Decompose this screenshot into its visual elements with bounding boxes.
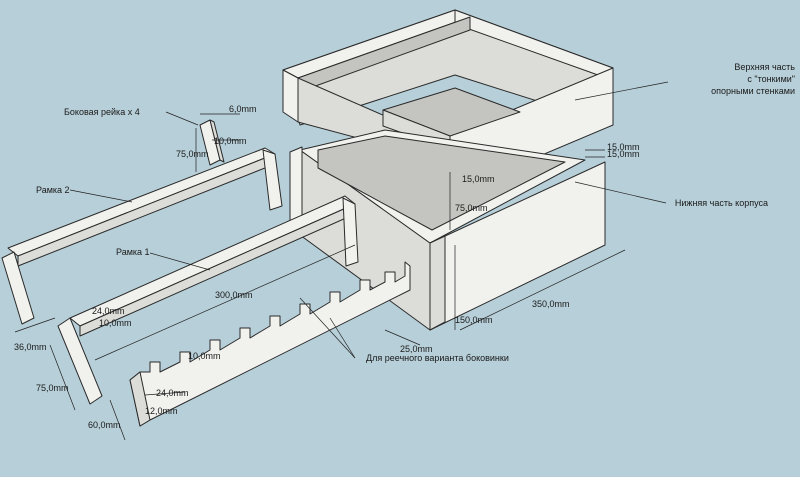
label-top-part-2: с "тонкими" bbox=[747, 74, 795, 84]
dim-300: 300,0mm bbox=[215, 290, 253, 300]
frame-1 bbox=[57, 195, 359, 405]
dim-75-rail: 75,0mm bbox=[176, 149, 209, 159]
bottom-body-opening bbox=[317, 135, 566, 231]
labels: Верхняя часть с "тонкими" опорными стенк… bbox=[36, 62, 795, 363]
dim-350: 350,0mm bbox=[532, 299, 570, 309]
dimension-texts: 6,0mm 10,0mm 75,0mm 15,0mm 15,0mm 15,0mm… bbox=[14, 104, 640, 430]
dim-75-center: 75,0mm bbox=[455, 203, 488, 213]
dim-15c: 15,0mm bbox=[462, 174, 495, 184]
dimension-lines bbox=[14, 113, 626, 441]
dim-6: 6,0mm bbox=[229, 104, 257, 114]
dim-24a: 24,0mm bbox=[92, 306, 125, 316]
leader-lines bbox=[69, 81, 669, 359]
frame-1-leg-left bbox=[57, 317, 103, 405]
label-side-rail: Боковая рейка х 4 bbox=[64, 107, 140, 117]
label-slat-variant: Для реечного варианта боковинки bbox=[366, 353, 509, 363]
frame-2 bbox=[1, 147, 283, 325]
upper-part-left-end bbox=[282, 69, 299, 123]
dim-12: 12,0mm bbox=[145, 406, 178, 416]
side-rail-edge bbox=[209, 119, 225, 163]
dim-75-left: 75,0mm bbox=[36, 383, 69, 393]
dim-24b: 24,0mm bbox=[156, 388, 189, 398]
bottom-body-front-edge bbox=[429, 235, 446, 331]
dim-150: 150,0mm bbox=[455, 315, 493, 325]
dim-15b: 15,0mm bbox=[607, 149, 640, 159]
bottom-body bbox=[289, 129, 606, 331]
dim-10-rail: 10,0mm bbox=[214, 136, 247, 146]
label-frame-1: Рамка 1 bbox=[116, 247, 150, 257]
side-rail bbox=[199, 119, 225, 166]
label-top-part-3: опорными стенками bbox=[711, 86, 795, 96]
label-bottom-part: Нижняя часть корпуса bbox=[675, 198, 768, 208]
label-frame-2: Рамка 2 bbox=[36, 185, 70, 195]
dim-10a: 10,0mm bbox=[99, 318, 132, 328]
dim-25: 25,0mm bbox=[400, 344, 433, 354]
frame-2-leg-right bbox=[262, 149, 283, 211]
dim-36: 36,0mm bbox=[14, 342, 47, 352]
finger-joint-slat-end bbox=[129, 371, 151, 427]
dim-15a: 15,0mm bbox=[607, 142, 640, 152]
dim-60: 60,0mm bbox=[88, 420, 121, 430]
finger-joint-slat bbox=[129, 261, 411, 427]
label-top-part-1: Верхняя часть bbox=[734, 62, 795, 72]
frame-2-rail-top bbox=[7, 147, 276, 257]
frame-2-leg-left bbox=[1, 251, 35, 325]
finger-joint-slat-body bbox=[129, 261, 411, 427]
dim-10b: 10,0mm bbox=[188, 351, 221, 361]
